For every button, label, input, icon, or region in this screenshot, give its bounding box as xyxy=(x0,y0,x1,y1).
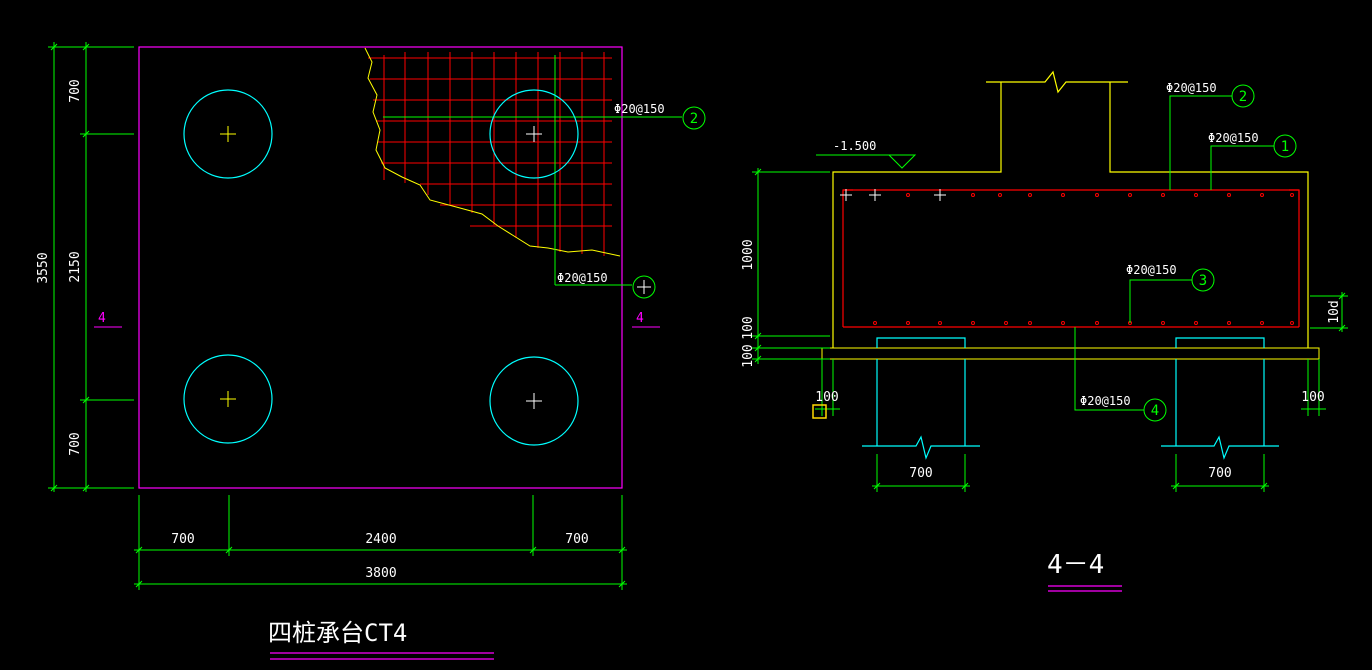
section-rebar-label-2: Φ20@150 xyxy=(1166,81,1217,95)
elevation-marker: -1.500 xyxy=(816,139,917,169)
svg-text:4: 4 xyxy=(98,311,106,326)
dim-middle: 2150 xyxy=(68,251,83,282)
pile-top-left xyxy=(183,89,273,179)
rebar-crosses xyxy=(840,189,946,201)
dim-section-cover-a: 100 xyxy=(741,316,756,339)
section-bubble-4: 4 xyxy=(1143,398,1167,422)
dimension-bottom xyxy=(134,495,627,590)
plan-view: Φ20@150 2 Φ20@150 4 4 xyxy=(36,42,706,660)
pile-top-right xyxy=(489,89,579,179)
section-view: -1.500 Φ20@150 1 Φ20@150 2 Φ20@150 3 Φ20… xyxy=(741,70,1348,592)
edge-dimensions xyxy=(815,359,1326,416)
section-bubble-3: 3 xyxy=(1191,268,1215,292)
dim-top: 700 xyxy=(68,79,83,102)
pile-section-left xyxy=(862,337,980,460)
dim-left-edge: 100 xyxy=(815,390,838,405)
dim-bottom-right: 700 xyxy=(565,532,588,547)
svg-text:1: 1 xyxy=(1281,139,1289,155)
dim-pile-left: 700 xyxy=(909,466,932,481)
pile-bottom-right xyxy=(489,356,579,446)
piles xyxy=(183,89,579,446)
section-rebar-label-3: Φ20@150 xyxy=(1126,263,1177,277)
plan-title: 四桩承台CT4 xyxy=(268,619,407,647)
dim-total-height: 3550 xyxy=(36,252,51,283)
column-outline xyxy=(832,70,1309,348)
rebar-dots xyxy=(873,193,1294,325)
dim-section-height: 1000 xyxy=(741,239,756,270)
svg-text:3: 3 xyxy=(1199,273,1207,289)
cushion-layer xyxy=(821,347,1320,360)
dimension-left xyxy=(48,42,134,492)
rebar-indicator-lines xyxy=(383,55,682,286)
dim-pile-right: 700 xyxy=(1208,466,1231,481)
section-rebar-label-4: Φ20@150 xyxy=(1080,394,1131,408)
section-mark-right: 4 xyxy=(632,311,660,328)
break-line xyxy=(364,47,621,257)
dim-side-10d: 10d xyxy=(1327,300,1342,323)
section-dimension-vertical xyxy=(752,168,830,364)
rebar-label-2: Φ20@150 xyxy=(614,102,665,116)
rebar-bubble-2: 2 xyxy=(682,106,706,130)
pile-width-dims xyxy=(872,454,1269,492)
svg-text:4: 4 xyxy=(1151,403,1159,419)
rebar-label-4: Φ20@150 xyxy=(557,271,608,285)
svg-text:2: 2 xyxy=(1239,89,1247,105)
svg-text:4: 4 xyxy=(636,311,644,326)
dim-right-edge: 100 xyxy=(1301,390,1324,405)
rebar-bubble-4-symbol xyxy=(632,275,656,299)
rebar-cage xyxy=(842,189,1300,328)
dim-section-cover-b: 100 xyxy=(741,344,756,367)
dim-bottom-total: 3800 xyxy=(365,566,396,581)
svg-text:2: 2 xyxy=(690,111,698,127)
rebar-mesh xyxy=(368,52,612,256)
pile-bottom-left xyxy=(183,354,273,444)
svg-text:-1.500: -1.500 xyxy=(833,139,876,153)
side-dimension xyxy=(1310,292,1348,332)
section-title: 4－4 xyxy=(1047,550,1104,580)
section-bubble-1: 1 xyxy=(1273,134,1297,158)
pile-cap-outline xyxy=(138,46,623,489)
section-rebar-label-1: Φ20@150 xyxy=(1208,131,1259,145)
cursor-snap-marker[interactable] xyxy=(812,404,827,419)
section-bubble-2: 2 xyxy=(1231,84,1255,108)
section-mark-left: 4 xyxy=(94,311,122,328)
dim-bottom-middle: 2400 xyxy=(365,532,396,547)
rebar-leaders xyxy=(1074,95,1274,411)
pile-section-right xyxy=(1161,337,1279,460)
dim-bottom: 700 xyxy=(68,432,83,455)
dim-bottom-left: 700 xyxy=(171,532,194,547)
